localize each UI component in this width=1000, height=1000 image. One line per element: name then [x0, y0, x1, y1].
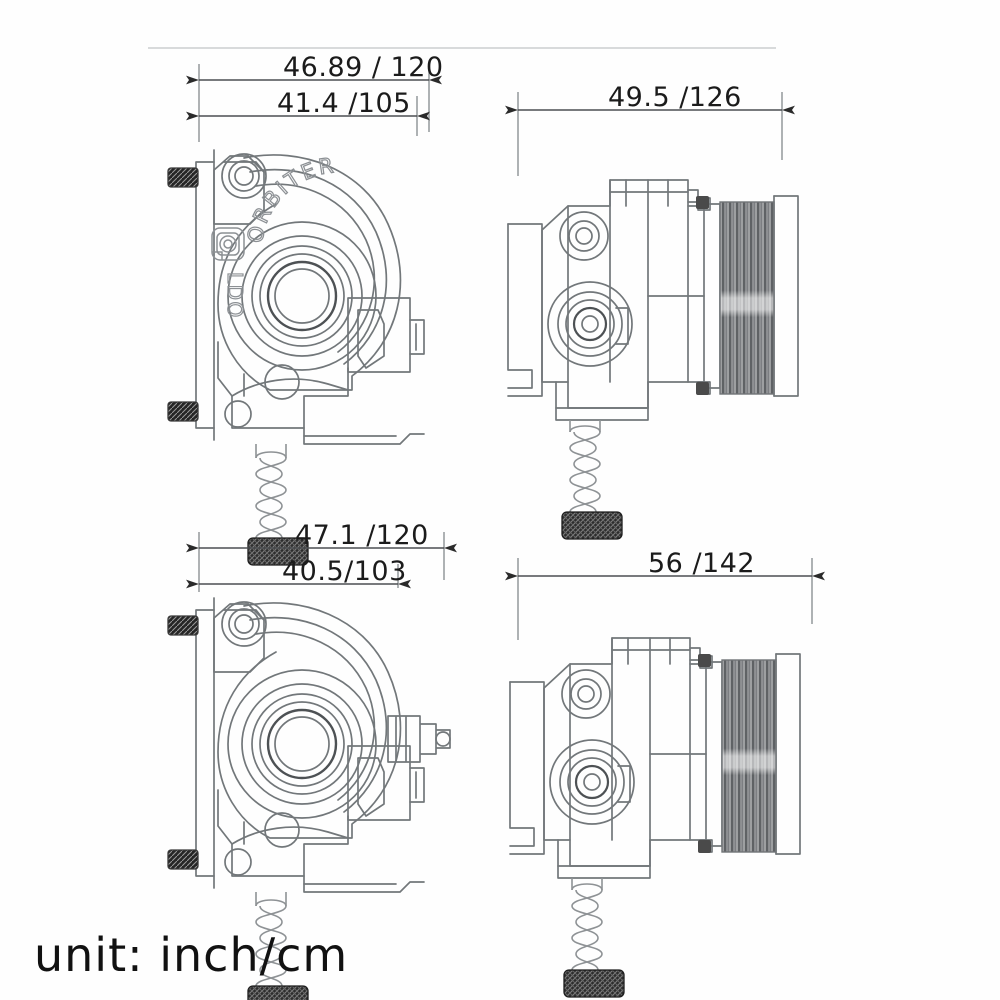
dimension-label-bottom-left-outer: 47.1 /120: [295, 520, 429, 551]
orbiter-brand-text: ORBITER: [243, 153, 338, 245]
dimension-label-bottom-left-inner: 40.5/103: [282, 556, 407, 587]
dim-lines-tl: [186, 75, 442, 121]
ldo-logo: LDO: [211, 227, 248, 319]
dim-lines-bl: [186, 543, 457, 589]
dimension-label-bottom-right-outer: 56 /142: [648, 548, 756, 579]
view-top-right: [505, 92, 800, 541]
dimension-label-top-left-inner: 41.4 /105: [277, 88, 411, 119]
view-bottom-left: [166, 532, 457, 1000]
dimension-label-top-right-outer: 49.5 /126: [608, 82, 742, 113]
pneumatic-fitting: [387, 715, 451, 763]
unit-note-label: unit: inch/cm: [34, 928, 349, 982]
dimension-label-top-left-outer: 46.89 / 120: [283, 52, 444, 83]
view-top-left: ORBITER LDO: [166, 64, 442, 567]
view-bottom-right: [505, 558, 825, 999]
ldo-wordmark: LDO: [223, 272, 247, 319]
